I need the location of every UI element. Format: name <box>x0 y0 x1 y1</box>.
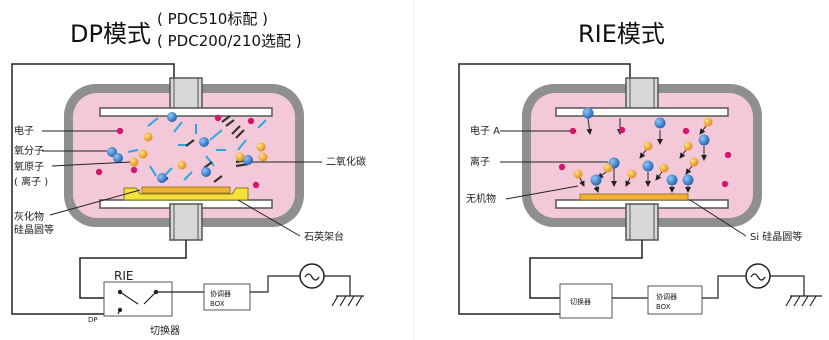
label-tuner: 协调器 <box>656 292 677 301</box>
label-switch: 切换器 <box>150 324 180 337</box>
ground-icon <box>331 295 364 307</box>
label-ion: 离子 <box>470 155 490 168</box>
dp-particles <box>95 112 268 189</box>
plasma-region <box>73 93 295 218</box>
dp-wire <box>11 63 175 315</box>
rie-switch-box <box>559 283 613 319</box>
dp-leader-lines <box>42 130 322 237</box>
bottom-electrode <box>625 203 659 241</box>
label-electron: 电子 <box>14 124 34 137</box>
rie-circuit: 切换器 协调器 BOX <box>529 240 822 319</box>
electrons <box>558 126 732 188</box>
bottom-electrode <box>169 203 203 241</box>
dp-switch-box <box>103 281 173 317</box>
dp-mode-panel: DP模式 ( PDC510标配 ) ( PDC200/210选配 ) <box>11 10 366 337</box>
label-co2: 二氧化碳 <box>326 155 366 168</box>
label-oxygen-atom: 氧原子 <box>14 160 44 173</box>
rie-chamber <box>522 77 762 241</box>
label-switch: 切换器 <box>570 297 591 306</box>
rie-mode-panel: RIE模式 <box>458 20 822 319</box>
dp-tuner-box <box>203 283 251 311</box>
dp-chamber <box>64 77 304 241</box>
electrons <box>95 114 260 189</box>
label-oxygen-molecule: 氧分子 <box>14 144 44 157</box>
upper-plate <box>555 107 729 117</box>
dp-circuit: RIE DP 切换器 协调器 BOX <box>79 240 364 337</box>
label-box: BOX <box>210 300 225 308</box>
ions-blue <box>582 107 710 186</box>
rie-mode-title: RIE模式 <box>578 20 665 48</box>
ground-icon <box>785 295 822 307</box>
label-si-wafer: Si 硅晶圆等 <box>750 230 802 243</box>
label-electron-a: 电子 A <box>470 124 500 137</box>
rie-wafer <box>579 193 689 201</box>
rie-tuner-box <box>647 285 703 315</box>
dp-subtitle-1: ( PDC510标配 ) <box>157 10 268 28</box>
dp-wafer <box>141 186 231 194</box>
label-tuner: 协调器 <box>210 289 231 298</box>
dp-subtitle-2: ( PDC200/210选配 ) <box>157 32 302 50</box>
label-quartz: 石英架台 <box>304 230 344 243</box>
quartz-stage <box>123 187 249 201</box>
oxygen-atoms <box>107 112 253 183</box>
label-dp: DP <box>88 316 98 324</box>
dp-mode-title: DP模式 <box>70 20 151 48</box>
upper-plate <box>99 107 273 117</box>
rie-wire <box>458 63 631 315</box>
ion-arrows <box>579 117 707 193</box>
rie-leader-lines <box>500 130 747 237</box>
label-box: BOX <box>656 303 671 311</box>
radicals-orange <box>573 117 713 179</box>
label-ash-2: 硅晶圆等 <box>14 223 54 236</box>
label-ion: ( 离子 ) <box>14 175 48 188</box>
oxygen-radicals <box>129 132 268 170</box>
label-rie: RIE <box>114 269 133 283</box>
label-ash-1: 灰化物 <box>14 210 44 223</box>
label-inorganic: 无机物 <box>466 192 496 205</box>
